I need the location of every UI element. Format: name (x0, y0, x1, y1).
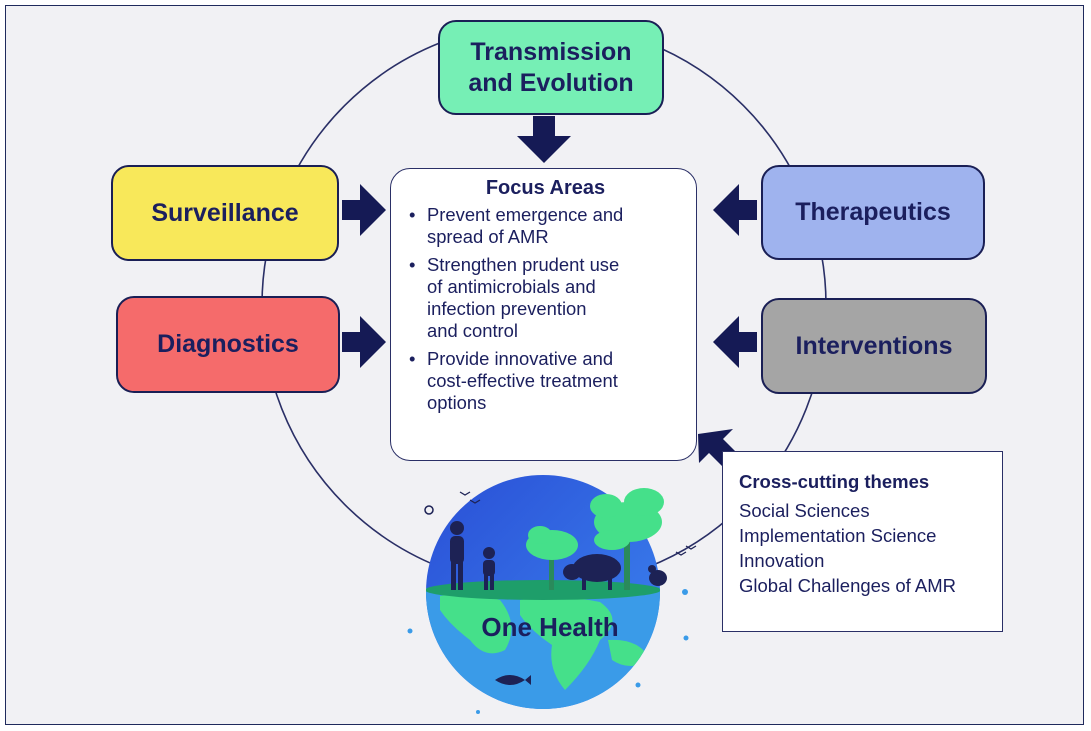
interventions-box: Interventions (761, 298, 987, 394)
diagnostics-label: Diagnostics (157, 330, 299, 358)
arrow-left-from-therapeutics (713, 184, 757, 236)
therapeutics-label: Therapeutics (795, 198, 951, 226)
cross-cutting-title: Cross-cutting themes (739, 471, 930, 492)
surveillance-label: Surveillance (151, 198, 299, 227)
focus-item: Provide innovative and cost-effective tr… (405, 348, 686, 414)
focus-item-text: of antimicrobials and (427, 276, 596, 297)
focus-item: Strengthen prudent use of antimicrobials… (405, 254, 686, 342)
focus-item: Prevent emergence and spread of AMR (405, 204, 686, 248)
focus-item-text: Prevent emergence and (427, 204, 624, 225)
interventions-label: Interventions (795, 331, 953, 360)
focus-item-text: and control (427, 320, 518, 341)
trees (526, 488, 664, 590)
birds (459, 491, 697, 556)
therapeutics-box: Therapeutics (761, 165, 985, 260)
chicken-body (649, 570, 667, 586)
arrow-down-from-transmission (517, 116, 571, 163)
focus-areas-box: Focus Areas Prevent emergence and spread… (390, 168, 697, 461)
one-health-label: One Health (481, 612, 619, 642)
child-head (483, 547, 495, 559)
cross-cutting-item: Implementation Science (739, 525, 937, 546)
transmission-evolution-box: Transmission and Evolution (438, 20, 664, 115)
focus-areas-title: Focus Areas (485, 177, 606, 199)
focus-item-text: spread of AMR (427, 226, 549, 247)
cow-body (573, 554, 621, 582)
fish-icon (495, 675, 531, 685)
focus-item-text: infection prevention (427, 298, 587, 319)
bubbles (407, 505, 689, 714)
adult-head (450, 521, 464, 535)
surveillance-box: Surveillance (111, 165, 339, 261)
globe-illustration (407, 475, 697, 714)
focus-areas-list: Prevent emergence and spread of AMR Stre… (405, 204, 686, 414)
land-americas (440, 593, 512, 654)
focus-item-text: Strengthen prudent use (427, 254, 620, 275)
diagnostics-box: Diagnostics (116, 296, 340, 393)
transmission-line1: Transmission (470, 37, 632, 66)
arrow-right-from-surveillance (342, 184, 386, 236)
cow-head (563, 564, 581, 580)
cross-cutting-item: Innovation (739, 550, 825, 571)
arrow-right-from-diagnostics (342, 316, 386, 368)
focus-item-text: Provide innovative and (427, 348, 614, 369)
transmission-line2: and Evolution (468, 68, 634, 97)
silhouettes (450, 521, 667, 685)
focus-item-text: cost-effective treatment (427, 370, 618, 391)
cross-cutting-box: Cross-cutting themes Social Sciences Imp… (722, 451, 1003, 632)
land-africa (520, 597, 613, 690)
cross-cutting-item: Global Challenges of AMR (739, 575, 956, 596)
cross-cutting-item: Social Sciences (739, 500, 870, 521)
focus-item-text: options (427, 392, 487, 413)
arrow-left-from-interventions (713, 316, 757, 368)
